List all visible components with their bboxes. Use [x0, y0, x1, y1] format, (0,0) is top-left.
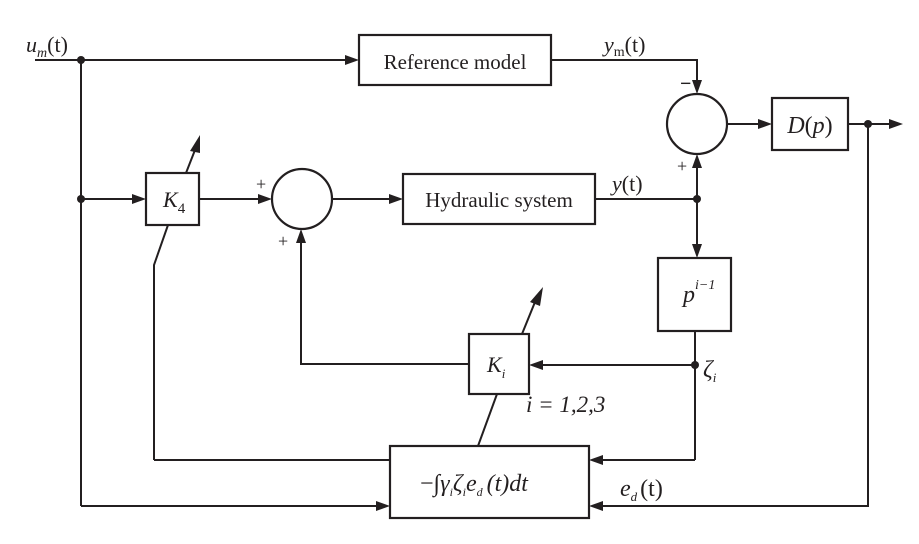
- arrow-to-sum2-left: [258, 194, 272, 204]
- reference-model-label: Reference model: [384, 50, 527, 74]
- ki-output-line: [300, 241, 469, 365]
- gain-k4-label: K4: [162, 187, 186, 217]
- arrow-to-hydraulic: [389, 194, 403, 204]
- state-label: ζi: [703, 357, 717, 385]
- sum1-minus-sign: −: [680, 73, 691, 95]
- model-output-label: ym(t): [602, 32, 645, 60]
- hydraulic-system-label: Hydraulic system: [425, 188, 573, 212]
- ki-adaptation-line: [477, 393, 498, 447]
- plant-output-label: y(t): [610, 171, 643, 196]
- arrow-to-reference-model: [345, 55, 359, 65]
- arrow-to-controller: [758, 119, 772, 129]
- arrow-to-k4: [132, 194, 146, 204]
- adaptation-law-label: −∫γiζied(t)dt: [420, 471, 529, 499]
- differentiator-label: pi−1: [681, 278, 715, 308]
- ki-adjust-line: [521, 301, 536, 335]
- controller-block: [770, 96, 850, 152]
- model-output-line: [551, 59, 698, 82]
- arrow-to-sum1-bottom: [692, 154, 702, 168]
- sum1-plus-sign: +: [677, 156, 687, 176]
- sum2-plus-left: +: [256, 174, 266, 194]
- differentiator-block: [656, 256, 733, 333]
- arrow-to-sum1-top: [692, 80, 702, 94]
- gain-ki-label: Ki: [486, 352, 506, 381]
- adaptation-law-block: [388, 444, 591, 520]
- ki-adjust-arrow: [530, 287, 543, 306]
- k4-adjust-arrow: [190, 135, 200, 153]
- gain-k4-block: [144, 171, 201, 227]
- control-summing-junction: [270, 167, 334, 231]
- arrow-state-to-adaptation: [589, 455, 603, 465]
- arrow-error-to-adaptation: [589, 501, 603, 511]
- arrow-to-ki: [529, 360, 543, 370]
- arrow-to-sum2-bottom: [296, 229, 306, 243]
- output-arrow: [889, 119, 903, 129]
- arrow-to-differentiator: [692, 244, 702, 258]
- controller-label: D(p): [786, 113, 832, 139]
- index-range-label: i = 1,2,3: [526, 392, 605, 417]
- k4-adjust-line: [185, 149, 196, 174]
- error-summing-junction: [665, 92, 729, 156]
- error-signal-label: ed(t): [620, 476, 663, 504]
- input-signal-label: um(t): [26, 32, 68, 61]
- arrow-input-to-adaptation: [376, 501, 390, 511]
- error-feedback-line: [601, 124, 869, 507]
- sum2-plus-bottom: +: [278, 231, 288, 251]
- k4-adaptation-line: [153, 224, 169, 460]
